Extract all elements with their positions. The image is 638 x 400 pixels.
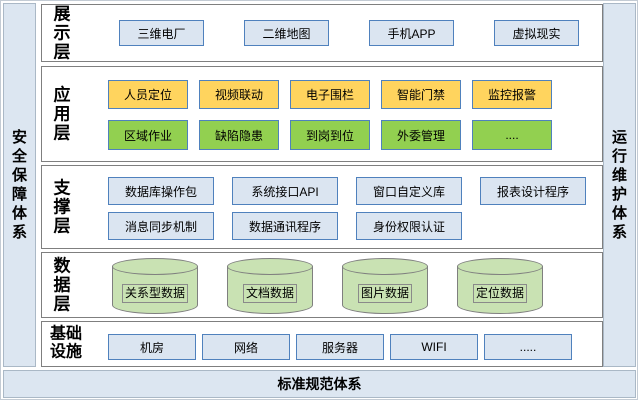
diagram-box: 区域作业: [108, 120, 188, 150]
layer-application: 应用层 人员定位视频联动电子围栏智能门禁监控报警 区域作业缺陷隐患到岗到位外委管…: [41, 66, 603, 162]
diagram-box: 网络: [202, 334, 290, 360]
cylinder-label: 定位数据: [472, 284, 527, 303]
database-cylinder: 图片数据: [342, 258, 428, 314]
database-cylinder: 关系型数据: [112, 258, 198, 314]
cylinder-body: 定位数据: [457, 266, 543, 314]
diagram-box: 到岗到位: [290, 120, 370, 150]
diagram-box: 三维电厂: [119, 20, 204, 46]
bottom-pillar-label: 标准规范体系: [277, 376, 362, 392]
layer-support-label: 支撑层: [53, 178, 71, 236]
diagram-box: 服务器: [296, 334, 384, 360]
right-pillar-operations: 运行维护体系: [603, 3, 636, 367]
diagram-box: 数据库操作包: [108, 177, 214, 205]
diagram-box: .....: [484, 334, 572, 360]
layer-application-label: 应用层: [53, 85, 71, 143]
data-cylinders-row: 关系型数据 文档数据 图片数据 定位数据: [112, 258, 543, 314]
diagram-box: 人员定位: [108, 80, 188, 109]
diagram-box: 外委管理: [381, 120, 461, 150]
support-boxes-row-1: 数据库操作包系统接口API 窗口自定义库报表设计程序: [108, 177, 586, 205]
diagram-box: 虚拟现实: [494, 20, 579, 46]
support-boxes-row-2: 消息同步机制数据通讯程序身份权限认证: [108, 212, 462, 240]
right-pillar-label: 运行维护体系: [611, 128, 627, 242]
diagram-box: 智能门禁: [381, 80, 461, 109]
layer-infrastructure-label: 基础设施: [49, 325, 82, 361]
diagram-box: 手机APP: [369, 20, 454, 46]
bottom-pillar-standards: 标准规范体系: [3, 370, 636, 398]
application-boxes-row-2: 区域作业缺陷隐患到岗到位外委管理....: [108, 120, 552, 150]
diagram-box: 窗口自定义库: [356, 177, 462, 205]
diagram-box: 视频联动: [199, 80, 279, 109]
diagram-box: 机房: [108, 334, 196, 360]
diagram-box: 二维地图: [244, 20, 329, 46]
layer-presentation-label: 展示层: [53, 4, 71, 62]
diagram-box: 系统接口API: [232, 177, 338, 205]
database-cylinder: 文档数据: [227, 258, 313, 314]
cylinder-top-ellipse: [342, 258, 428, 275]
diagram-box: 报表设计程序: [480, 177, 586, 205]
layer-presentation: 展示层 三维电厂 二维地图 手机APP 虚拟现实: [41, 4, 603, 62]
database-cylinder: 定位数据: [457, 258, 543, 314]
diagram-box: ....: [472, 120, 552, 150]
cylinder-label: 关系型数据: [121, 284, 188, 303]
layer-data: 数据层 关系型数据 文档数据 图片数据 定位数据: [41, 252, 603, 318]
presentation-boxes-row: 三维电厂 二维地图 手机APP 虚拟现实: [119, 20, 579, 46]
cylinder-label: 图片数据: [357, 284, 412, 303]
layer-support: 支撑层 数据库操作包系统接口API 窗口自定义库报表设计程序 消息同步机制数据通讯…: [41, 165, 603, 249]
cylinder-top-ellipse: [112, 258, 198, 275]
layer-data-label: 数据层: [53, 256, 71, 314]
diagram-box: 消息同步机制: [108, 212, 214, 240]
left-pillar-security: 安全保障体系: [3, 3, 36, 367]
cylinder-body: 文档数据: [227, 266, 313, 314]
cylinder-top-ellipse: [457, 258, 543, 275]
diagram-box: 电子围栏: [290, 80, 370, 109]
cylinder-body: 图片数据: [342, 266, 428, 314]
diagram-box: 数据通讯程序: [232, 212, 338, 240]
application-boxes-row-1: 人员定位视频联动电子围栏智能门禁监控报警: [108, 80, 552, 109]
diagram-box: WIFI: [390, 334, 478, 360]
diagram-box: 监控报警: [472, 80, 552, 109]
left-pillar-label: 安全保障体系: [11, 128, 27, 242]
cylinder-label: 文档数据: [242, 284, 297, 303]
diagram-box: 缺陷隐患: [199, 120, 279, 150]
diagram-box: 身份权限认证: [356, 212, 462, 240]
cylinder-top-ellipse: [227, 258, 313, 275]
